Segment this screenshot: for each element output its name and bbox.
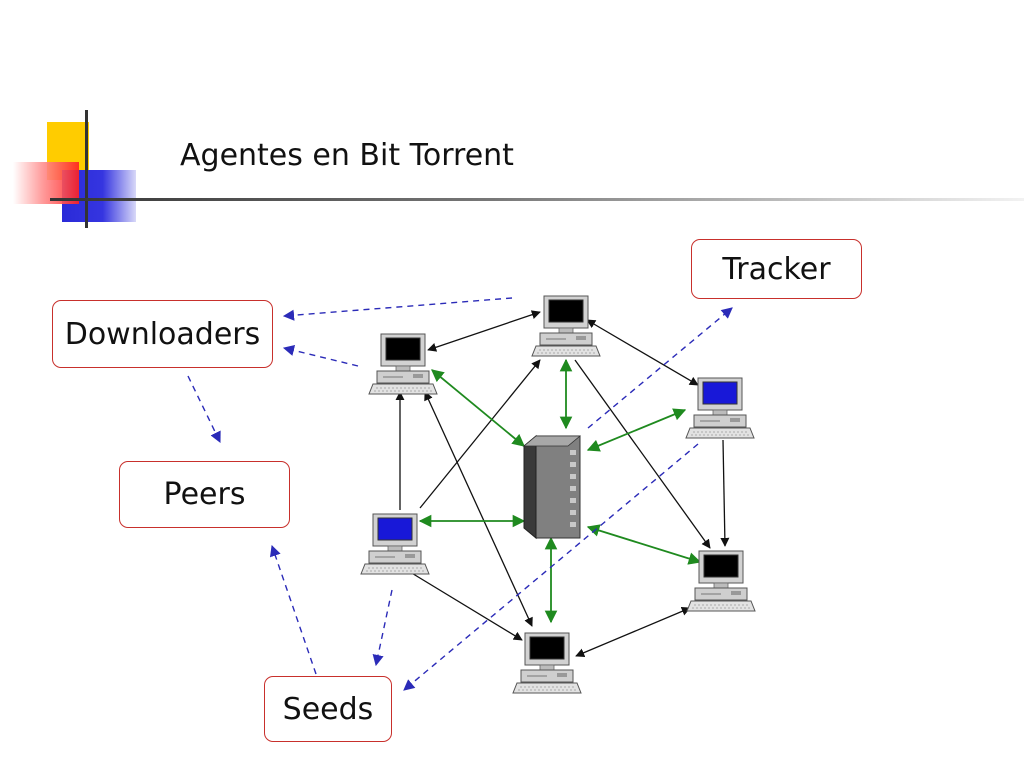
tracker-link: [431, 369, 525, 447]
tracker-link: [586, 408, 687, 452]
decorative-red-square: [13, 162, 79, 204]
pointer-to-downloaders: [282, 297, 513, 321]
pointer-to-seeds: [403, 443, 699, 691]
tracker-server-icon: [522, 434, 582, 540]
tracker-link: [586, 524, 702, 565]
pointer-seeds-to-peers: [269, 544, 317, 675]
tracker-links: [418, 358, 702, 624]
pointer-to-downloaders: [282, 344, 359, 367]
downloader-computer-icon: [368, 333, 438, 395]
peers-label: Peers: [119, 461, 290, 528]
peer-link: [409, 571, 523, 641]
peer-link: [419, 359, 541, 509]
pointer-to-seeds: [372, 589, 393, 667]
pointer-downloaders-to-peers: [187, 375, 221, 444]
peer-link: [586, 319, 699, 386]
slide-title: Agentes en Bit Torrent: [180, 138, 514, 173]
tracker-label-text: Tracker: [722, 251, 831, 287]
seeds-label-text: Seeds: [282, 691, 374, 727]
seeds-label: Seeds: [264, 676, 392, 742]
downloaders-label-text: Downloaders: [64, 316, 261, 352]
role-pointers: [187, 297, 733, 691]
downloader-computer-icon: [531, 295, 601, 357]
seed-computer-icon: [360, 513, 430, 575]
peer-link: [427, 310, 541, 352]
peer-link: [720, 439, 730, 547]
downloaders-label: Downloaders: [52, 300, 273, 368]
seed-computer-icon: [685, 377, 755, 439]
pointer-to-tracker: [587, 307, 733, 429]
peers-label-text: Peers: [163, 477, 246, 512]
downloader-computer-icon: [512, 632, 582, 694]
downloader-computer-icon: [686, 550, 756, 612]
peer-link: [574, 359, 711, 549]
decorative-vertical-line: [85, 110, 88, 228]
decorative-horizontal-rule: [50, 198, 1024, 201]
peer-link: [575, 606, 691, 658]
tracker-label: Tracker: [691, 239, 862, 299]
